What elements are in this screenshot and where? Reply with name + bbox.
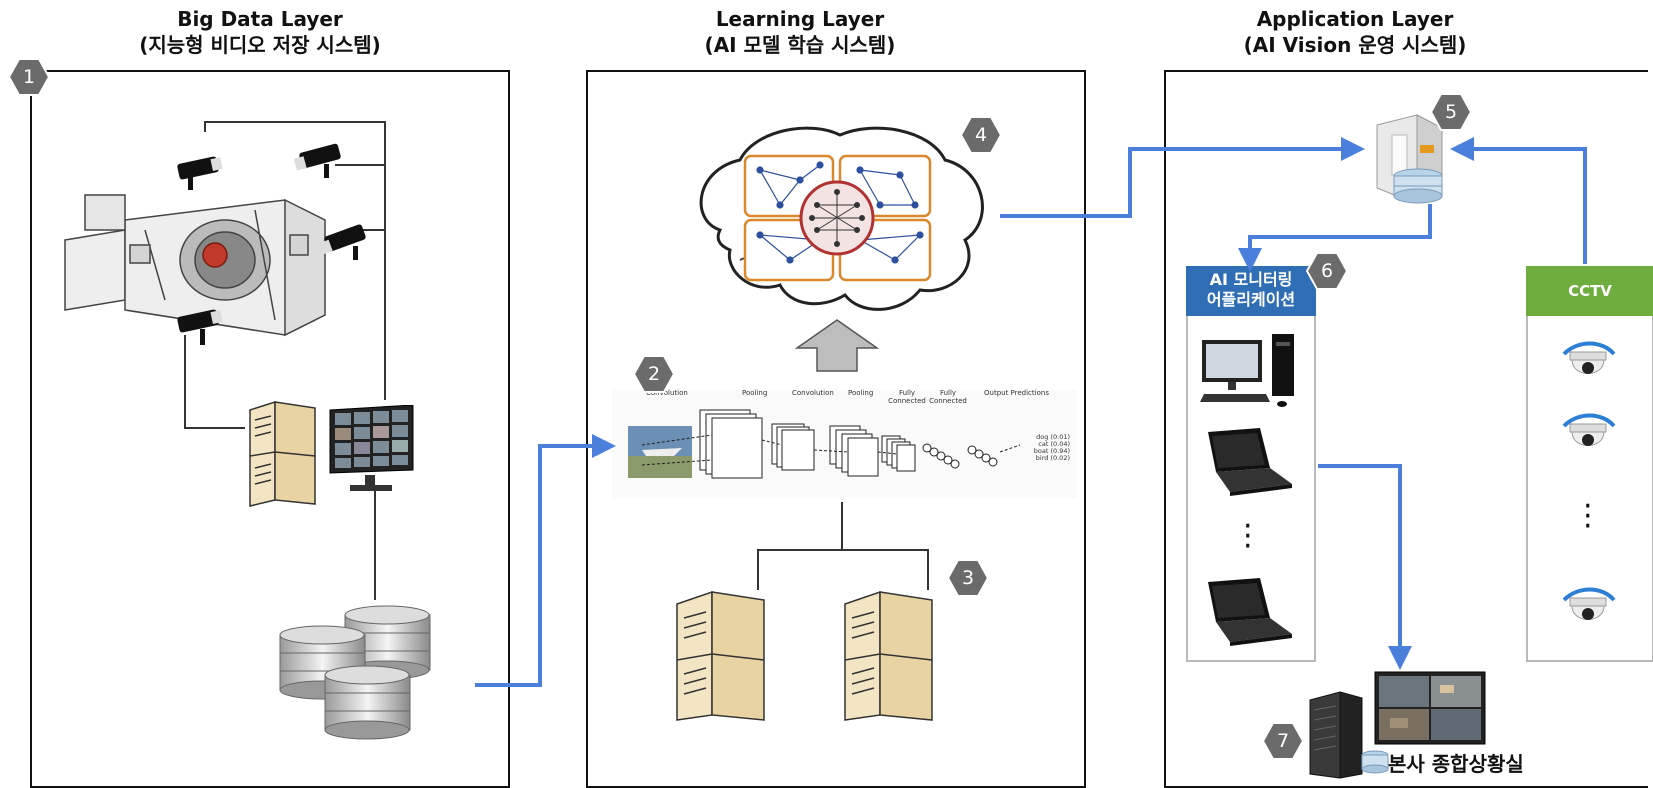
cnn-predictions-list: dog (0.01) cat (0.04) boat (0.94) bird (… [1020,434,1070,462]
cnn-diagram: Convolution Pooling Convolution Pooling … [612,389,1077,498]
cnn-label-convolution-2: Convolution [792,389,834,397]
badge-number: 6 [1320,260,1334,282]
dome-camera-icon [1562,413,1616,446]
monitoring-app-title-line1: AI 모니터링 [1209,270,1293,289]
up-arrow-icon [795,319,880,372]
training-server-icon [676,590,765,721]
more-devices-icon: ··· [1243,509,1253,564]
cnn-label-output-predictions: Output Predictions [984,389,1049,397]
badge-number: 3 [961,567,975,589]
badge-number: 1 [22,66,36,88]
prediction-item: boat (0.94) [1033,447,1070,455]
monitoring-app-title-line2: 어플리케이션 [1206,290,1296,309]
storage-server-icon [249,400,316,507]
hq-situation-room-image [1309,671,1486,779]
step-badge-4: 4 [960,116,1002,154]
cctv-header: CCTV [1526,266,1653,316]
cnn-label-fully-connected-2: Fully Connected [929,389,967,405]
badge-number: 5 [1444,101,1458,123]
ai-server-icon [1376,114,1443,204]
prediction-item: cat (0.04) [1038,440,1070,448]
layer-name: Application Layer [1256,7,1454,31]
cnn-label-fully-connected-1: Fully Connected [888,389,926,405]
desktop-computer-icon [1200,334,1294,407]
cctv-camera-icon [319,224,366,260]
training-server-wiring [757,502,929,590]
cnn-label-convolution-1: Convolution [646,389,688,397]
prediction-item: bird (0.02) [1035,454,1070,462]
step-badge-3: 3 [947,559,989,597]
step-badge-1: 1 [8,58,50,96]
big-data-wiring [184,121,386,600]
badge-number: 4 [974,124,988,146]
layer-subtitle: (AI Vision 운영 시스템) [1243,33,1467,57]
more-cameras-icon: ··· [1583,489,1593,544]
badge-number: 7 [1276,730,1290,752]
step-badge-5: 5 [1430,93,1472,131]
cnn-label-pooling-1: Pooling [742,389,768,397]
step-badge-6: 6 [1306,252,1348,290]
step-badge-2: 2 [633,355,675,393]
cnn-label-pooling-2: Pooling [848,389,874,397]
layer-title-application: Application Layer (AI Vision 운영 시스템) [1135,6,1575,58]
laptop-icon [1208,428,1292,496]
laptop-icon [1208,578,1292,646]
badge-number: 2 [647,363,661,385]
layer-subtitle: (지능형 비디오 저장 시스템) [139,33,381,57]
dome-camera-icon [1562,341,1616,374]
monitoring-app-header: AI 모니터링 어플리케이션 [1186,266,1316,316]
layer-name: Learning Layer [715,7,885,31]
step-badge-7: 7 [1262,722,1304,760]
training-server-icon [844,590,933,721]
neural-network-brain-image [699,126,984,311]
cnn-layers-graphic [628,409,1021,479]
layer-name: Big Data Layer [177,7,343,31]
monitor-wall-icon [329,405,414,491]
cctv-camera-icon [177,309,223,345]
layer-title-big-data: Big Data Layer (지능형 비디오 저장 시스템) [40,6,480,58]
layer-subtitle: (AI 모델 학습 시스템) [704,33,896,57]
cctv-camera-icon [293,143,341,178]
industrial-machine-image [64,194,326,337]
database-icon [279,605,431,740]
prediction-item: dog (0.01) [1036,433,1070,441]
hq-situation-room-label: 본사 종합상황실 [1388,752,1524,776]
dome-camera-icon [1562,587,1616,620]
cctv-camera-icon [177,156,223,190]
layer-title-learning: Learning Layer (AI 모델 학습 시스템) [580,6,1020,58]
